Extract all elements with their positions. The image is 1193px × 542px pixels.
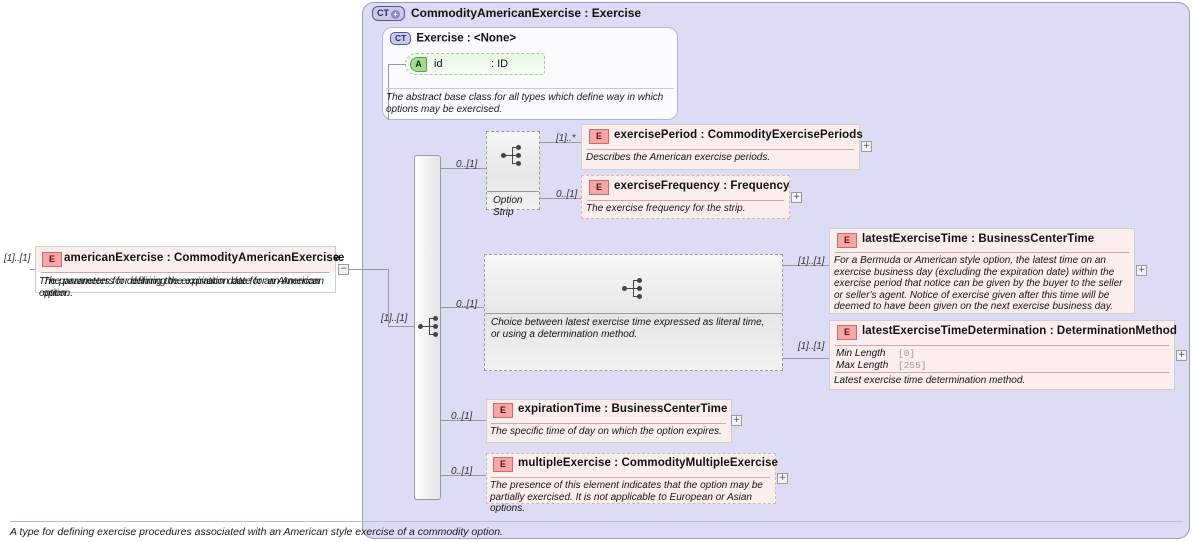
connector-to-sequence-bar (388, 326, 415, 327)
option-strip-sequence-glyph-icon (501, 145, 527, 167)
divider-facets-top (835, 345, 1169, 346)
model-group-choice[interactable] (484, 254, 783, 371)
connector-left-to-container (349, 269, 363, 270)
element-title-exercise-period: exercisePeriod : CommodityExercisePeriod… (614, 129, 863, 141)
element-title-exercise-frequency: exerciseFrequency : Frequency (614, 180, 790, 192)
branch-exercise-frequency (540, 198, 581, 199)
divider-facets-bottom (835, 372, 1169, 373)
cardinality-american-exercise: [1]..[1] (4, 253, 31, 264)
divider-american-exercise (41, 272, 330, 273)
complextype-title: CommodityAmericanExercise : Exercise (411, 6, 642, 20)
complextype-title-row: CT+ CommodityAmericanExercise : Exercise (372, 6, 642, 22)
element-badge-icon-exercise-period: E (589, 129, 609, 144)
divider-expiration-time (491, 423, 726, 424)
element-title-expiration-time: expirationTime : BusinessCenterTime (518, 403, 728, 415)
element-box-multiple-exercise[interactable] (486, 453, 776, 504)
model-group-option-strip[interactable] (486, 131, 540, 210)
element-description-latest-exercise-time: For a Bermuda or American style option, … (834, 255, 1123, 312)
element-description-exercise-frequency: The exercise frequency for the strip. (586, 203, 746, 214)
branch-latest-exercise-time (783, 265, 829, 266)
expand-toggle-latest-exercise-time[interactable]: + (1136, 265, 1147, 276)
base-complextype-title: Exercise : <None> (416, 32, 517, 45)
element-description-american-exercise: The parameters for defining the expirati… (43, 276, 324, 299)
expand-toggle-exercise-frequency[interactable]: + (791, 192, 802, 203)
complextype-badge-small-icon: CT (390, 32, 412, 45)
complextype-footer-description: A type for defining exercise procedures … (10, 521, 1183, 538)
element-description-expiration-time: The specific time of day on which the op… (490, 426, 722, 437)
option-strip-caption: Option Strip (487, 191, 539, 218)
expand-toggle-latest-exercise-time-determination[interactable]: + (1176, 350, 1187, 361)
base-complextype-title-row: CT Exercise : <None> (390, 32, 516, 45)
divider-multiple-exercise (491, 477, 770, 478)
cardinality-latest-exercise-time-determination: [1]..[1] (798, 341, 825, 352)
expand-plus-icon[interactable]: + (391, 10, 400, 20)
cardinality-choice-group: 0..[1] (456, 299, 478, 310)
facet-label-max-length: Max Length (836, 360, 889, 371)
cardinality-latest-exercise-time: [1]..[1] (798, 256, 825, 267)
divider-latest-exercise-time (835, 252, 1129, 253)
branch-choice-group (441, 307, 486, 308)
facets-latest-exercise-time-determination: Min Length [0] Max Length [255] (836, 348, 927, 372)
attribute-name-id: id (434, 58, 443, 70)
base-complextype-description: The abstract base class for all types wh… (386, 88, 674, 115)
cardinality-option-strip: 0..[1] (456, 159, 478, 170)
element-description-latest-exercise-time-determination: Latest exercise time determination metho… (834, 375, 1026, 386)
facet-label-min-length: Min Length (836, 348, 886, 359)
connector-basetype-rail (388, 64, 389, 120)
attribute-type-id: : ID (491, 58, 509, 70)
connector-stub-left (30, 269, 35, 270)
element-title-multiple-exercise: multipleExercise : CommodityMultipleExer… (518, 457, 779, 469)
choice-glyph-icon (622, 278, 648, 300)
element-badge-icon-exercise-frequency: E (589, 180, 609, 195)
element-description-multiple-exercise: The presence of this element indicates t… (490, 480, 763, 514)
connector-container-vertical (388, 269, 389, 326)
cardinality-expiration-time: 0..[1] (451, 411, 473, 422)
element-badge-icon-latest-exercise-time-determination: E (837, 325, 857, 340)
element-box-latest-exercise-time[interactable] (830, 229, 1134, 313)
element-badge-icon-expiration-time: E (493, 403, 513, 418)
element-header-tint (36, 247, 335, 272)
element-box-exercise-period[interactable] (582, 125, 859, 169)
facet-row-min-length: Min Length [0] (836, 348, 927, 360)
cardinality-exercise-frequency: 0..[1] (556, 189, 578, 200)
element-description-exercise-period: Describes the American exercise periods. (586, 152, 771, 163)
element-box-latest-exercise-time-determination[interactable] (830, 321, 1174, 389)
connector-container-entry (363, 269, 388, 270)
element-title-latest-exercise-time: latestExerciseTime : BusinessCenterTime (862, 233, 1095, 245)
branch-exercise-period (540, 142, 581, 143)
complextype-badge-icon: CT+ (372, 6, 405, 22)
e-title-american-exercise: americanExercise : CommodityAmericanExer… (64, 252, 340, 264)
expand-toggle-expiration-time[interactable]: + (731, 415, 742, 426)
cardinality-root-sequence: [1]..[1] (381, 313, 408, 324)
collapse-toggle-american-exercise[interactable]: − (338, 264, 349, 275)
cardinality-exercise-period: [1]..* (556, 133, 576, 144)
sequence-glyph-icon (418, 316, 444, 338)
expand-toggle-exercise-period[interactable]: + (861, 141, 872, 152)
choice-group-caption: Choice between latest exercise time expr… (485, 313, 782, 343)
element-box-exercise-frequency[interactable] (581, 175, 790, 219)
facet-value-min-length: [0] (898, 348, 916, 359)
divider-exercise-frequency (587, 200, 784, 201)
e-badge-american-exercise: E (42, 252, 62, 267)
attribute-badge-icon: A (410, 57, 427, 72)
branch-expiration-time (441, 420, 486, 421)
expand-toggle-multiple-exercise[interactable]: + (777, 473, 788, 484)
connector-to-attribute (388, 64, 406, 65)
facet-row-max-length: Max Length [255] (836, 360, 927, 372)
e-desc-american-exercise: The parameters for defining the expirati… (39, 276, 320, 299)
element-badge-icon-latest-exercise-time: E (837, 233, 857, 248)
attribute-box-id[interactable]: A id : ID (405, 53, 545, 75)
branch-option-strip (441, 168, 486, 169)
branch-latest-exercise-time-determination (783, 358, 829, 359)
element-box-expiration-time[interactable] (487, 400, 731, 442)
divider-exercise-period (587, 149, 854, 150)
element-badge-icon-multiple-exercise: E (493, 457, 513, 472)
facet-value-max-length: [255] (898, 360, 927, 371)
cardinality-multiple-exercise: 0..[1] (451, 466, 473, 477)
element-title-latest-exercise-time-determination: latestExerciseTimeDetermination : Determ… (862, 325, 1178, 337)
branch-multiple-exercise (441, 475, 486, 476)
